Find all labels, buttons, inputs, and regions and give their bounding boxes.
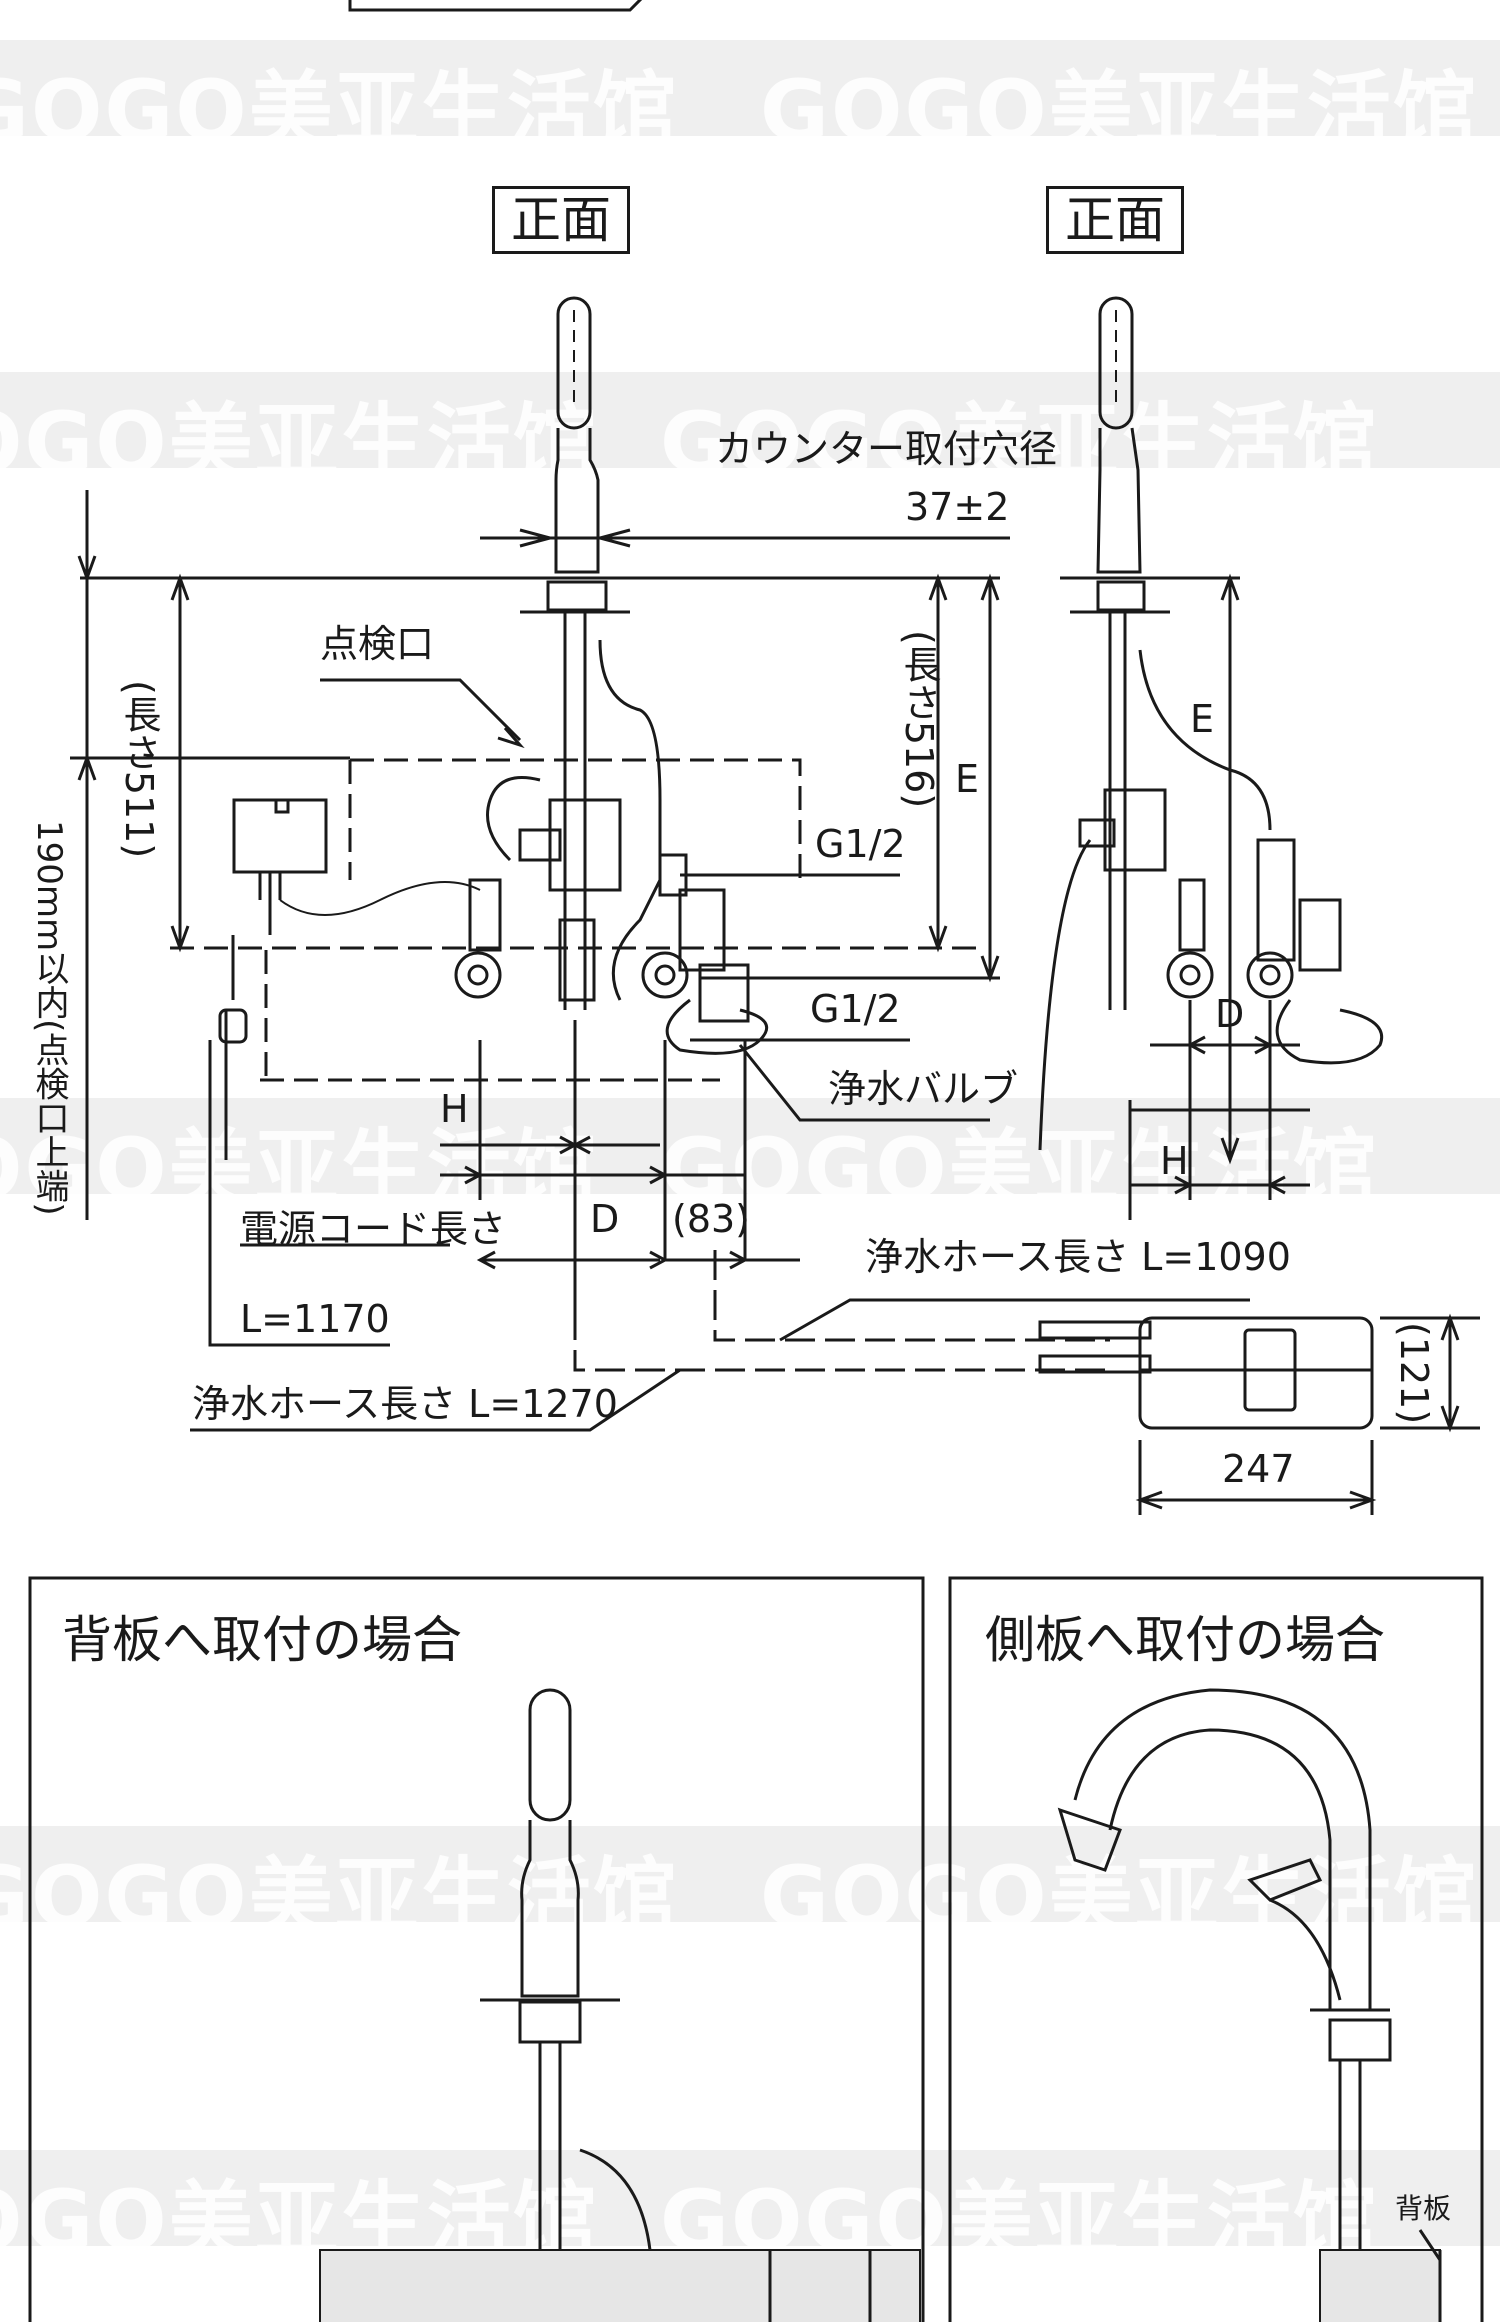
inspection-leader <box>320 678 522 742</box>
watermark-text: GOGO美亚生活馆 <box>0 394 599 492</box>
filter-cartridge <box>1038 1313 1480 1515</box>
inspection-port-label: 点検口 <box>320 622 435 666</box>
back-board-panel <box>28 1576 925 2322</box>
power-cord-label: 電源コード長さ <box>240 1207 507 1251</box>
counter-hole-dim: 37±2 <box>905 485 1010 529</box>
power-cord-length: L=1170 <box>240 1297 390 1341</box>
length-516-label: (長さ516) <box>897 630 941 809</box>
dim-h-label: H <box>1160 1139 1189 1183</box>
watermark-text: GOGO美亚生活馆 <box>660 1120 1379 1218</box>
dim-247-label: 247 <box>1222 1447 1295 1491</box>
spout-head <box>556 296 592 430</box>
front-view-1 <box>70 296 1250 1432</box>
thread-label: G1/2 <box>815 822 906 866</box>
filter-hose <box>598 639 662 1001</box>
side-board-panel <box>948 1576 1484 2322</box>
front-view-label: 正面 <box>492 186 630 254</box>
side-board-title: 側板へ取付の場合 <box>985 1611 1385 1669</box>
dim-h-label: H <box>440 1087 469 1131</box>
dim-121-label: (121) <box>1392 1322 1436 1425</box>
length-511-label: (長さ511) <box>117 680 161 859</box>
watermark-text: GOGO美亚生活馆 <box>0 1848 679 1946</box>
hose-1090-label: 浄水ホース長さ L=1090 <box>865 1235 1291 1279</box>
dim-d-label: D <box>590 1197 620 1241</box>
faucet-body <box>554 428 600 574</box>
watermark-band <box>0 2150 1500 2246</box>
watermark-text: GOGO美亚生活馆 <box>760 1848 1479 1946</box>
front-view-label: 正面 <box>1046 186 1184 254</box>
mount-nut <box>546 580 608 612</box>
filter-valve-fitting <box>678 888 726 972</box>
watermark-text: GOGO美亚生活馆 <box>0 62 679 160</box>
dim-83-label: (83) <box>672 1197 751 1241</box>
counter-hole-label: カウンター取付穴径 <box>715 427 1058 471</box>
watermark-text: GOGO美亚生活馆 <box>0 1120 599 1218</box>
thread-label: G1/2 <box>810 987 901 1031</box>
valve-block <box>548 798 622 892</box>
dim-d-label: D <box>1215 992 1245 1036</box>
side-mount-faucet <box>1057 1688 1442 2322</box>
top-label-fragment <box>348 0 643 12</box>
watermark-text: GOGO美亚生活馆 <box>660 394 1379 492</box>
dim-e-label: E <box>955 757 980 801</box>
watermark-band <box>0 1826 1500 1922</box>
supply-valve <box>454 951 502 999</box>
watermark-band <box>0 40 1500 136</box>
within-190-label: 190mm以内(点検口上端) <box>29 820 69 1216</box>
front-view-2 <box>1038 296 1383 1220</box>
watermark-band <box>0 372 1500 468</box>
dim-e-label: E <box>1190 697 1215 741</box>
back-board-label: 背板 <box>1395 2192 1452 2225</box>
watermark-text: GOGO美亚生活馆 <box>760 62 1479 160</box>
hose-1270-label: 浄水ホース長さ L=1270 <box>192 1382 618 1426</box>
back-mount-faucet <box>319 1688 921 2322</box>
filter-valve-label: 浄水バルブ <box>828 1067 1019 1111</box>
inspection-port-outline <box>348 758 802 880</box>
hose-1270-line <box>573 1310 1110 1372</box>
watermark-band <box>0 1098 1500 1194</box>
hose-1090-line <box>713 1250 1110 1342</box>
power-plug <box>218 1008 248 1044</box>
back-board-title: 背板へ取付の場合 <box>62 1611 462 1669</box>
fitting <box>558 918 596 1002</box>
